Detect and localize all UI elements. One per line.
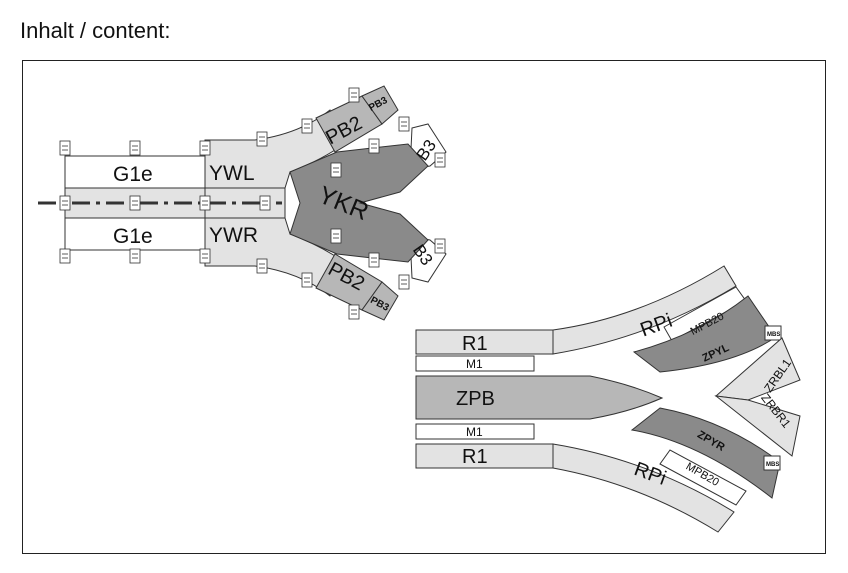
straight-piece-top bbox=[64, 155, 206, 189]
label-straight-top: R1 bbox=[462, 333, 488, 355]
straight-top bbox=[415, 329, 554, 355]
tag-top bbox=[764, 325, 782, 341]
label-straight-top: G1e bbox=[113, 163, 153, 186]
median-bottom bbox=[415, 423, 535, 440]
tag-bottom bbox=[763, 455, 781, 471]
label-tag-top: MBS bbox=[767, 332, 780, 338]
right-assembly: R1 M1 ZPB M1 R1 RPi RPi MPB20 MPB20 ZPYL… bbox=[415, 265, 801, 533]
label-median-top: M1 bbox=[466, 357, 483, 371]
curve-bottom-piece bbox=[552, 443, 735, 533]
label-switch-left: YWL bbox=[209, 162, 255, 185]
crossing-piece bbox=[289, 143, 429, 263]
label-straight-bottom: G1e bbox=[113, 225, 153, 248]
page-title: Inhalt / content: bbox=[20, 18, 171, 43]
label-straight-bottom: R1 bbox=[462, 446, 488, 468]
label-center: ZPB bbox=[456, 388, 495, 410]
center-piece bbox=[415, 375, 664, 420]
island-bottom bbox=[630, 407, 781, 499]
label-switch-right: YWR bbox=[209, 224, 258, 247]
curve-top-piece bbox=[552, 265, 737, 355]
median-top bbox=[415, 355, 535, 372]
small-block-bottom bbox=[361, 281, 399, 321]
label-median-bottom: M1 bbox=[466, 425, 483, 439]
left-assembly: G1e G1e YWL YWR YKR PB2 PB2 PB3 PB3 B3 B… bbox=[38, 85, 447, 321]
diagram-frame bbox=[22, 60, 826, 554]
small-block-top bbox=[361, 85, 399, 125]
label-tag-bottom: MBS bbox=[766, 462, 779, 468]
ramp-bottom bbox=[714, 395, 801, 457]
plate-bottom bbox=[659, 449, 747, 506]
